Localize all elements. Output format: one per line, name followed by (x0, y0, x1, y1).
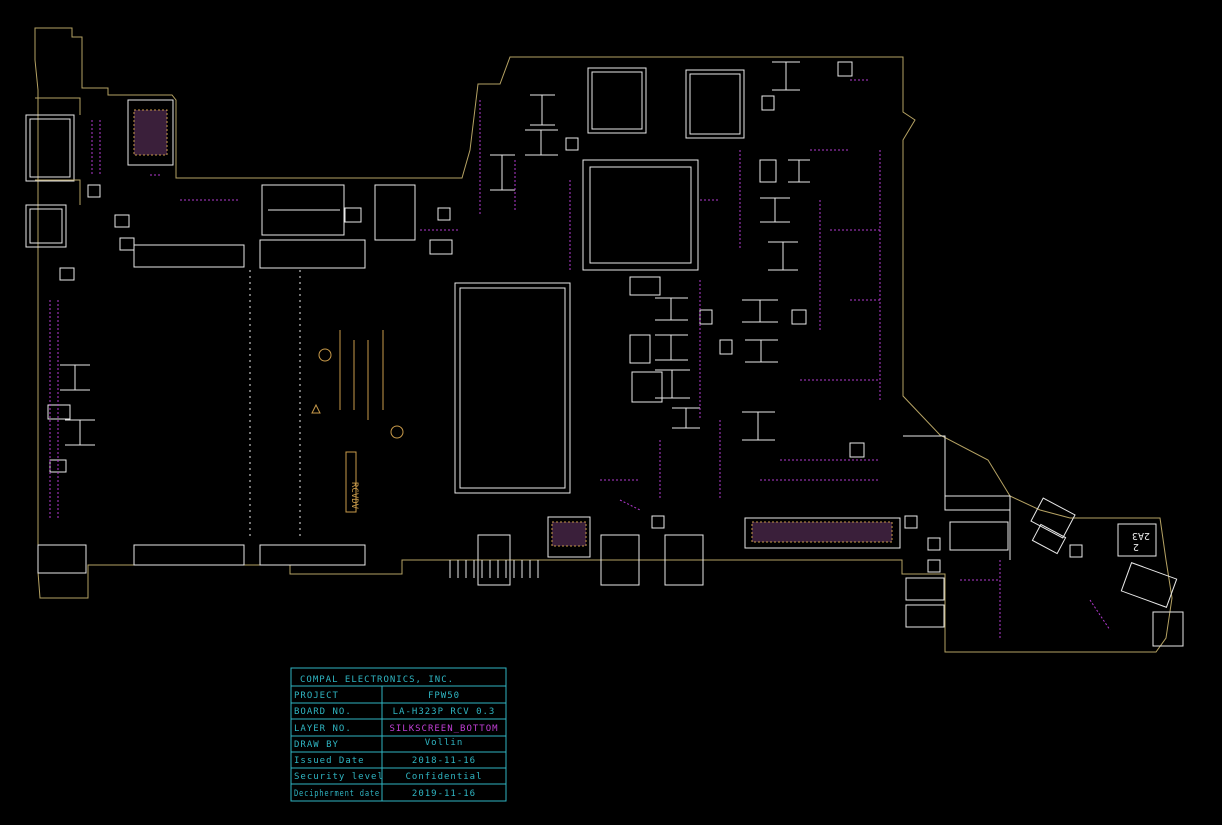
inductors (60, 61, 810, 446)
refdes-ref-top: 2A3 (1132, 530, 1150, 541)
memory-chip-right (685, 69, 745, 139)
tb-value-issued: 2018-11-16 (412, 756, 476, 766)
pch-chip (582, 159, 699, 271)
tb-label-decipherment: Decipherment date (294, 789, 380, 799)
tb-label-security: Security level (294, 772, 384, 782)
rev-label-mirrored: RCVDV (349, 482, 359, 510)
memory-chip-left (587, 67, 647, 134)
refdes-markings (49, 79, 1111, 640)
title-block-company: COMPAL ELECTRONICS, INC. (300, 675, 454, 685)
tb-value-security: Confidential (405, 772, 482, 782)
tb-value-board: LA-H323P RCV 0.3 (393, 707, 496, 717)
board-outline (34, 27, 1173, 653)
left-port-bracket (35, 97, 81, 205)
tb-label-draw-by: DRAW BY (294, 740, 339, 750)
connector-top-left (127, 99, 174, 166)
title-block (290, 667, 507, 802)
tb-value-draw-by: Vollin (425, 738, 464, 748)
bottom-pin-header (449, 560, 539, 578)
right-edge-lines (903, 435, 1011, 560)
tb-label-layer: LAYER NO. (294, 724, 352, 734)
tb-value-layer: SILKSCREEN_BOTTOM (389, 724, 498, 734)
tb-value-decipherment: 2019-11-16 (412, 789, 476, 799)
tb-label-issued: Issued Date (294, 756, 365, 766)
right-angled-connectors (1030, 497, 1178, 608)
bottom-connectors (477, 516, 1184, 647)
mirrored-silkscreen-notes (311, 330, 404, 513)
dimm-slot-area (133, 184, 366, 566)
ref-box (1117, 523, 1157, 557)
tb-label-board: BOARD NO. (294, 707, 352, 717)
refdes-ref-bottom: 2 (1133, 541, 1139, 552)
cpu-socket (454, 282, 571, 494)
left-port-usb (25, 114, 87, 574)
tb-label-project: PROJECT (294, 691, 339, 701)
tb-value-project: FPW50 (428, 691, 460, 701)
